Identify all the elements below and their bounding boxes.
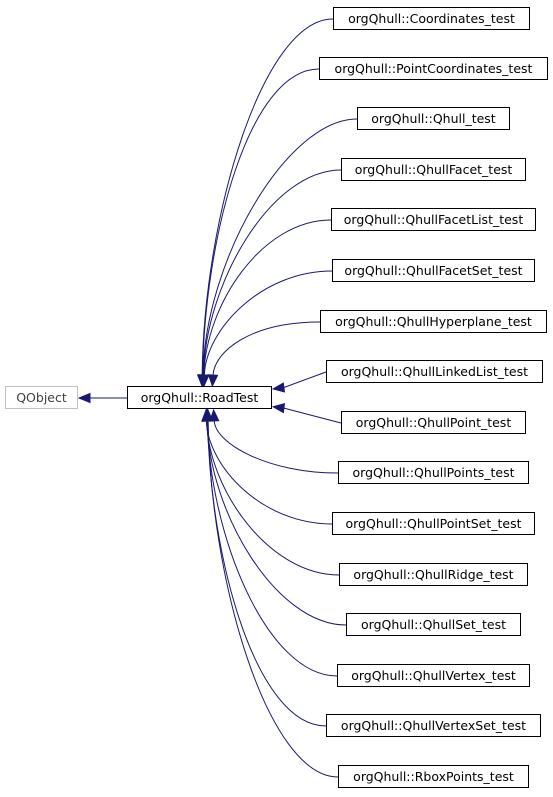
edge-derived-2: [202, 118, 358, 376]
arrow-derived-8: [271, 402, 286, 414]
node-qhullridge-test[interactable]: orgQhull::QhullRidge_test: [339, 563, 528, 586]
node-qhullfacetset-test[interactable]: orgQhull::QhullFacetSet_test: [332, 259, 535, 282]
edge-derived-5: [203, 270, 333, 376]
edge-derived-11: [206, 420, 340, 576]
node-qhullfacetlist-test[interactable]: orgQhull::QhullFacetList_test: [331, 208, 536, 231]
edge-derived-9: [213, 420, 339, 474]
node-roadtest[interactable]: orgQhull::RoadTest: [127, 386, 272, 409]
edge-derived-10: [205, 420, 333, 525]
edge-derived-13: [206, 420, 338, 677]
node-pointcoordinates-test[interactable]: orgQhull::PointCoordinates_test: [319, 57, 548, 80]
edge-derived-14: [207, 420, 327, 727]
edge-derived-4: [203, 219, 332, 376]
arrow-derived-6: [207, 374, 219, 388]
edge-derived-15: [207, 420, 339, 778]
edge-derived-3: [202, 169, 342, 376]
node-qhullset-test[interactable]: orgQhull::QhullSet_test: [346, 613, 521, 636]
edge-derived-8: [283, 407, 342, 424]
edge-derived-7: [283, 371, 327, 388]
arrow-roadtest-to-qobject: [77, 392, 91, 404]
node-qhulllinkedlist-test[interactable]: orgQhull::QhullLinkedList_test: [326, 360, 543, 383]
node-qobject[interactable]: QObject: [5, 386, 78, 409]
edge-derived-12: [206, 420, 347, 626]
node-qhullpoint-test[interactable]: orgQhull::QhullPoint_test: [341, 411, 526, 434]
node-rboxpoints-test[interactable]: orgQhull::RboxPoints_test: [338, 765, 529, 788]
node-qhullvertexset-test[interactable]: orgQhull::QhullVertexSet_test: [326, 714, 541, 737]
node-qhullpoints-test[interactable]: orgQhull::QhullPoints_test: [338, 461, 529, 484]
edge-derived-6: [212, 321, 321, 376]
node-qhullvertex-test[interactable]: orgQhull::QhullVertex_test: [337, 664, 530, 687]
edge-derived-0: [201, 18, 334, 376]
edge-derived-1: [202, 68, 320, 376]
node-qhullpointset-test[interactable]: orgQhull::QhullPointSet_test: [332, 512, 535, 535]
node-qhullhyperplane-test[interactable]: orgQhull::QhullHyperplane_test: [320, 310, 547, 333]
node-coordinates-test[interactable]: orgQhull::Coordinates_test: [333, 7, 530, 30]
node-qhull-test[interactable]: orgQhull::Qhull_test: [357, 107, 510, 130]
node-qhullfacet-test[interactable]: orgQhull::QhullFacet_test: [341, 158, 526, 181]
arrow-derived-7: [271, 382, 286, 393]
